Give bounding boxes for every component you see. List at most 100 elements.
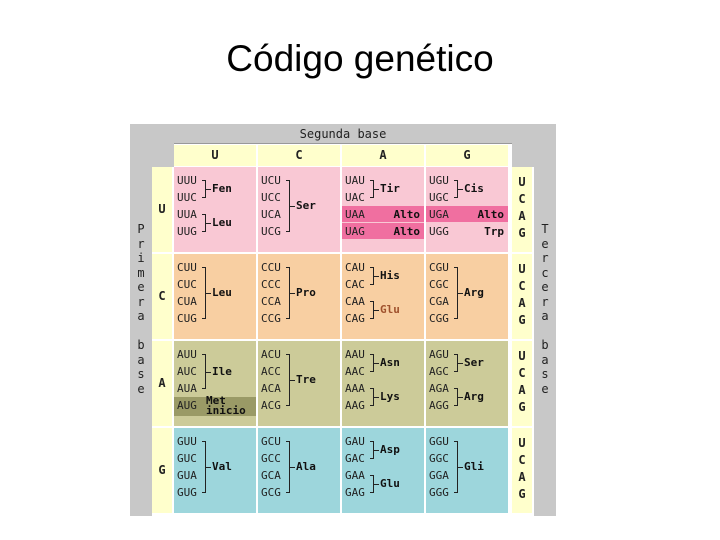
start-codon-highlight [174,397,256,416]
amino-acid-label: Pro [296,286,316,299]
amino-acid-label: Tir [380,182,400,195]
third-base-letter-c: C [518,366,526,380]
third-base-letter: e [541,236,549,251]
column-header-g: G [426,145,508,166]
amino-acid-label: Glu [380,303,400,316]
codon-agu: AGU [429,348,449,361]
stop-label: Alto [393,208,421,221]
group-bracket [286,441,290,493]
group-tick [290,293,295,294]
amino-acid-label: Leu [212,216,232,229]
first-base-letter: e [137,280,145,294]
column-header-u: U [174,145,256,166]
amino-acid-label: Ile [212,364,232,378]
codon-gua: GUA [177,469,197,482]
codon-caa: CAA [345,295,365,308]
group-tick [458,189,463,190]
group-bracket [370,388,374,406]
amino-acid-label: Arg [464,286,484,299]
group-bracket [202,180,206,198]
codon-ggu: GGU [429,435,449,448]
third-base-letter-a: A [518,470,526,484]
first-base-cell-u: U [152,167,172,252]
group-tick [374,484,379,485]
codon-aug: AUG [177,399,197,412]
codon-cau: CAU [345,261,365,274]
first-base-letter: b [137,338,145,352]
amino-acid-label: Ser [296,199,316,212]
codon-gaa: GAA [345,469,365,482]
group-bracket [286,180,290,232]
third-base-letter: a [541,352,549,367]
group-bracket [202,267,206,319]
codon-acu: ACU [261,348,281,361]
corner-top-left [130,124,174,167]
codon-ggc: GGC [429,452,449,465]
group-tick [374,310,379,311]
column-header-c: C [258,145,340,166]
third-base-letter: r [541,294,549,309]
stop-label: Alto [393,225,421,238]
group-tick [206,293,211,294]
amino-acid-label: Fen [212,182,232,195]
codon-uuu: UUU [177,174,197,187]
first-base-letter-u: U [158,201,166,216]
codon-guu: GUU [177,435,197,448]
stop-codon-highlight [426,206,508,222]
codon-uac: UAC [345,191,365,204]
codon-ccc: CCC [261,278,281,291]
codon-aac: AAC [345,365,365,378]
codon-uga: UGA [429,208,449,221]
stop-label: Alto [477,208,505,221]
amino-acid-label: Asp [380,443,400,456]
codon-acc: ACC [261,365,281,378]
group-bracket [454,180,458,198]
codon-aca: ACA [261,382,281,395]
codon-aag: AAG [345,399,365,412]
group-tick [290,206,295,207]
codon-gag: GAG [345,486,365,499]
amino-acid-label: Tre [296,373,316,386]
amino-acid-label: Val [212,460,232,473]
codon-uca: UCA [261,208,281,221]
codon-ccg: CCG [261,312,281,325]
group-tick [206,189,211,190]
column-header-a: A [342,145,424,166]
third-base-letter-u: U [518,262,526,276]
start-label: inicio [206,404,246,417]
amino-acid-label: Asn [380,356,400,369]
codon-gau: GAU [345,435,365,448]
third-base-letter-c: C [518,192,526,206]
amino-acid-label: Ser [464,356,484,369]
third-base-letter: r [541,251,549,265]
group-bracket [202,214,206,232]
third-base-letter: e [541,280,549,294]
first-base-letter: P [137,222,145,236]
first-base-cell-a: A [152,341,172,426]
third-base-letter-c: C [518,279,526,293]
codon-ucc: UCC [261,191,281,204]
group-bracket [454,388,458,406]
group-bracket [370,301,374,319]
first-base-letter: e [137,381,145,396]
amino-acid-label: Gli [464,460,484,473]
first-base-letter: a [137,352,145,367]
codon-aga: AGA [429,382,449,395]
first-base-cell-g: G [152,428,172,513]
